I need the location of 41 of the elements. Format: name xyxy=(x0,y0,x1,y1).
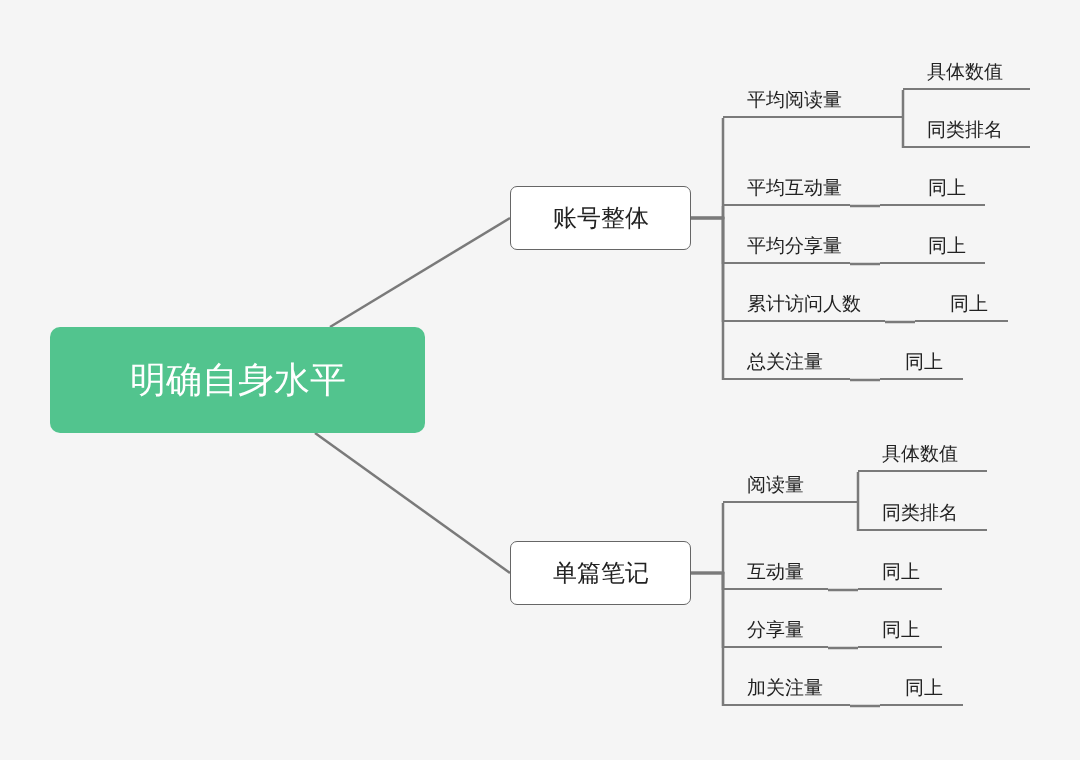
connector-line xyxy=(883,320,915,324)
connector-line xyxy=(848,378,880,382)
topic-label: 同上 xyxy=(928,175,966,200)
connector-line xyxy=(329,216,511,329)
topic-label: 同上 xyxy=(882,617,920,642)
topic-label: 同上 xyxy=(950,291,988,316)
topic-box xyxy=(510,186,691,250)
topic-label: 累计访问人数 xyxy=(747,291,861,316)
connector-line xyxy=(848,262,880,266)
topic-label: 明确自身水平 xyxy=(129,357,346,402)
topic-label: 同上 xyxy=(882,559,920,584)
connector-line xyxy=(901,118,905,150)
topic-label: 具体数值 xyxy=(882,441,958,466)
topic-label: 同类排名 xyxy=(927,117,1003,142)
topic-label: 账号整体 xyxy=(552,203,649,234)
connector-line xyxy=(314,432,511,574)
topic-label: 单篇笔记 xyxy=(552,558,649,589)
topic-label: 同上 xyxy=(928,233,966,258)
topic-label: 总关注量 xyxy=(747,349,823,374)
connector-line xyxy=(826,588,858,592)
topic-label: 同上 xyxy=(905,675,943,700)
connector-line xyxy=(826,646,858,650)
topic-label: 分享量 xyxy=(747,617,804,642)
connector-line xyxy=(691,216,725,382)
connector-line xyxy=(848,204,880,208)
topic-label: 平均分享量 xyxy=(747,233,842,258)
topic-label: 加关注量 xyxy=(747,675,823,700)
topic-label: 同上 xyxy=(905,349,943,374)
topic-label: 同类排名 xyxy=(882,500,958,525)
topic-box xyxy=(510,541,691,605)
connector-line xyxy=(901,88,905,118)
root-topic-box xyxy=(50,327,425,433)
connector-line xyxy=(856,503,860,533)
connector-line xyxy=(691,571,725,708)
topic-label: 互动量 xyxy=(747,559,804,584)
connector-line xyxy=(848,704,880,708)
connector-line xyxy=(856,470,860,503)
topic-label: 平均阅读量 xyxy=(747,87,842,112)
topic-label: 阅读量 xyxy=(747,472,804,497)
topic-label: 平均互动量 xyxy=(747,175,842,200)
topic-label: 具体数值 xyxy=(927,59,1003,84)
